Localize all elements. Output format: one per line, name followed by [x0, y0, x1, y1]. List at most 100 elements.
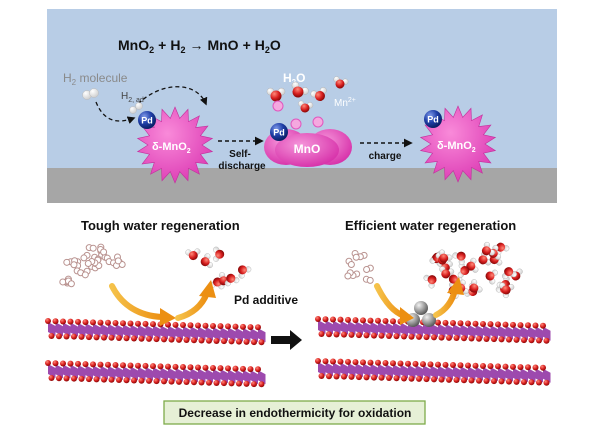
mn-octahedron [430, 323, 438, 338]
oxygen-atom [360, 359, 366, 366]
h2-atom-icon [89, 244, 97, 252]
orange-arrow-left-down [109, 283, 165, 320]
water-molecules-top [266, 76, 349, 113]
oxygen-atom [386, 375, 392, 382]
mn-octahedron [213, 326, 221, 341]
oxygen-atom [138, 377, 145, 384]
mn-octahedron [190, 368, 198, 383]
top-panel: MnO2+H2→MnO+H2O H2 molecule H2, ad δ-MnO… [47, 9, 557, 203]
oxygen-atom [528, 379, 535, 386]
mn2-label: Mn2+ [334, 97, 356, 109]
svg-text:Pd: Pd [273, 128, 285, 138]
oxygen-atom [210, 322, 216, 329]
oxygen-atom [393, 375, 400, 382]
mn-octahedron [483, 324, 491, 339]
oxygen-atom [165, 321, 171, 328]
mn-octahedron [78, 364, 86, 379]
oxygen-atom [153, 336, 160, 343]
oxygen-atom [97, 361, 104, 368]
oxygen-atom [457, 320, 464, 327]
oxygen-atom [93, 334, 100, 341]
right-panel-title: Efficient water regeneration [345, 218, 516, 233]
oxygen-atom [116, 377, 122, 384]
h-atom-icon [135, 102, 143, 110]
mn-octahedron [168, 325, 176, 340]
oxygen-atom [423, 334, 430, 341]
oxygen-atom [423, 376, 430, 383]
orange-arrow-right-up [433, 287, 458, 318]
mn2-ions [272, 100, 324, 130]
mn-octahedron [220, 369, 228, 384]
mn-octahedron [250, 328, 258, 343]
oxygen-atom [438, 334, 445, 341]
oxygen-atom [517, 322, 524, 329]
water-molecule-icon [499, 282, 515, 295]
oxygen-atom [416, 375, 422, 382]
oxygen-atom [446, 334, 452, 341]
h2-atom-icon [70, 261, 78, 269]
mn-octahedron [393, 322, 401, 337]
orange-arrowhead-right-up [447, 277, 464, 295]
oxygen-atom [450, 320, 456, 327]
oxygen-atom [120, 320, 126, 327]
oxygen-atom [412, 360, 419, 367]
oxygen-atom [67, 360, 74, 367]
oxygen-atom [198, 337, 205, 344]
mn-octahedron [183, 326, 191, 341]
oxygen-atom [397, 360, 404, 367]
oxygen-atom [326, 373, 332, 380]
mn-octahedron [355, 321, 363, 336]
mn-octahedron [243, 327, 251, 342]
oxygen-atom [213, 379, 220, 386]
water-molecule-icon [469, 279, 483, 293]
oxygen-atom [348, 373, 355, 380]
oxygen-atom [52, 360, 59, 367]
oxygen-atom [382, 318, 389, 325]
oxygen-atom [157, 363, 164, 370]
oxygen-atom [510, 321, 516, 328]
mn-octahedron [445, 323, 453, 338]
oxygen-atom [86, 376, 92, 383]
mn-octahedron [528, 368, 536, 383]
oxygen-atom [498, 336, 505, 343]
oxygen-atom [330, 316, 336, 323]
mn-octahedron [535, 326, 543, 341]
oxygen-atom [378, 332, 385, 339]
mn-octahedron [243, 369, 251, 384]
mn-octahedron [145, 324, 153, 339]
oxygen-atom [476, 335, 482, 342]
mn-octahedron [445, 365, 453, 380]
oxygen-atom [378, 374, 385, 381]
oxygen-atom [120, 362, 126, 369]
water-molecule-icon [438, 249, 453, 263]
oxygen-atom [420, 361, 426, 368]
oxygen-atom [105, 319, 111, 326]
mn-octahedron [513, 325, 521, 340]
mn-octahedron [505, 367, 513, 382]
oxygen-atom [506, 336, 512, 343]
mn-octahedron [490, 367, 498, 382]
oxygen-atom [240, 323, 246, 330]
oxygen-atom [135, 362, 141, 369]
oxygen-atom [371, 332, 377, 339]
oxygen-atom [187, 364, 194, 371]
oxygen-atom [435, 361, 441, 368]
water-cluster-left [185, 246, 252, 290]
mn-octahedron [415, 322, 423, 337]
mn-octahedron [153, 325, 161, 340]
oxygen-atom [386, 333, 392, 340]
water-molecule-icon [485, 269, 498, 285]
oxygen-atom [536, 379, 542, 386]
mn-octahedron [475, 366, 483, 381]
oxygen-atom [247, 324, 254, 331]
mn-octahedron [145, 366, 153, 381]
mn-octahedron [63, 322, 71, 337]
mn-octahedron [138, 324, 146, 339]
oxygen-atom [146, 377, 152, 384]
mn-octahedron [63, 364, 71, 379]
oxygen-atom [371, 374, 377, 381]
oxygen-atom [236, 380, 242, 387]
h2-cloud-left [59, 243, 126, 288]
oxygen-atom [431, 376, 437, 383]
oxygen-atom [135, 320, 141, 327]
